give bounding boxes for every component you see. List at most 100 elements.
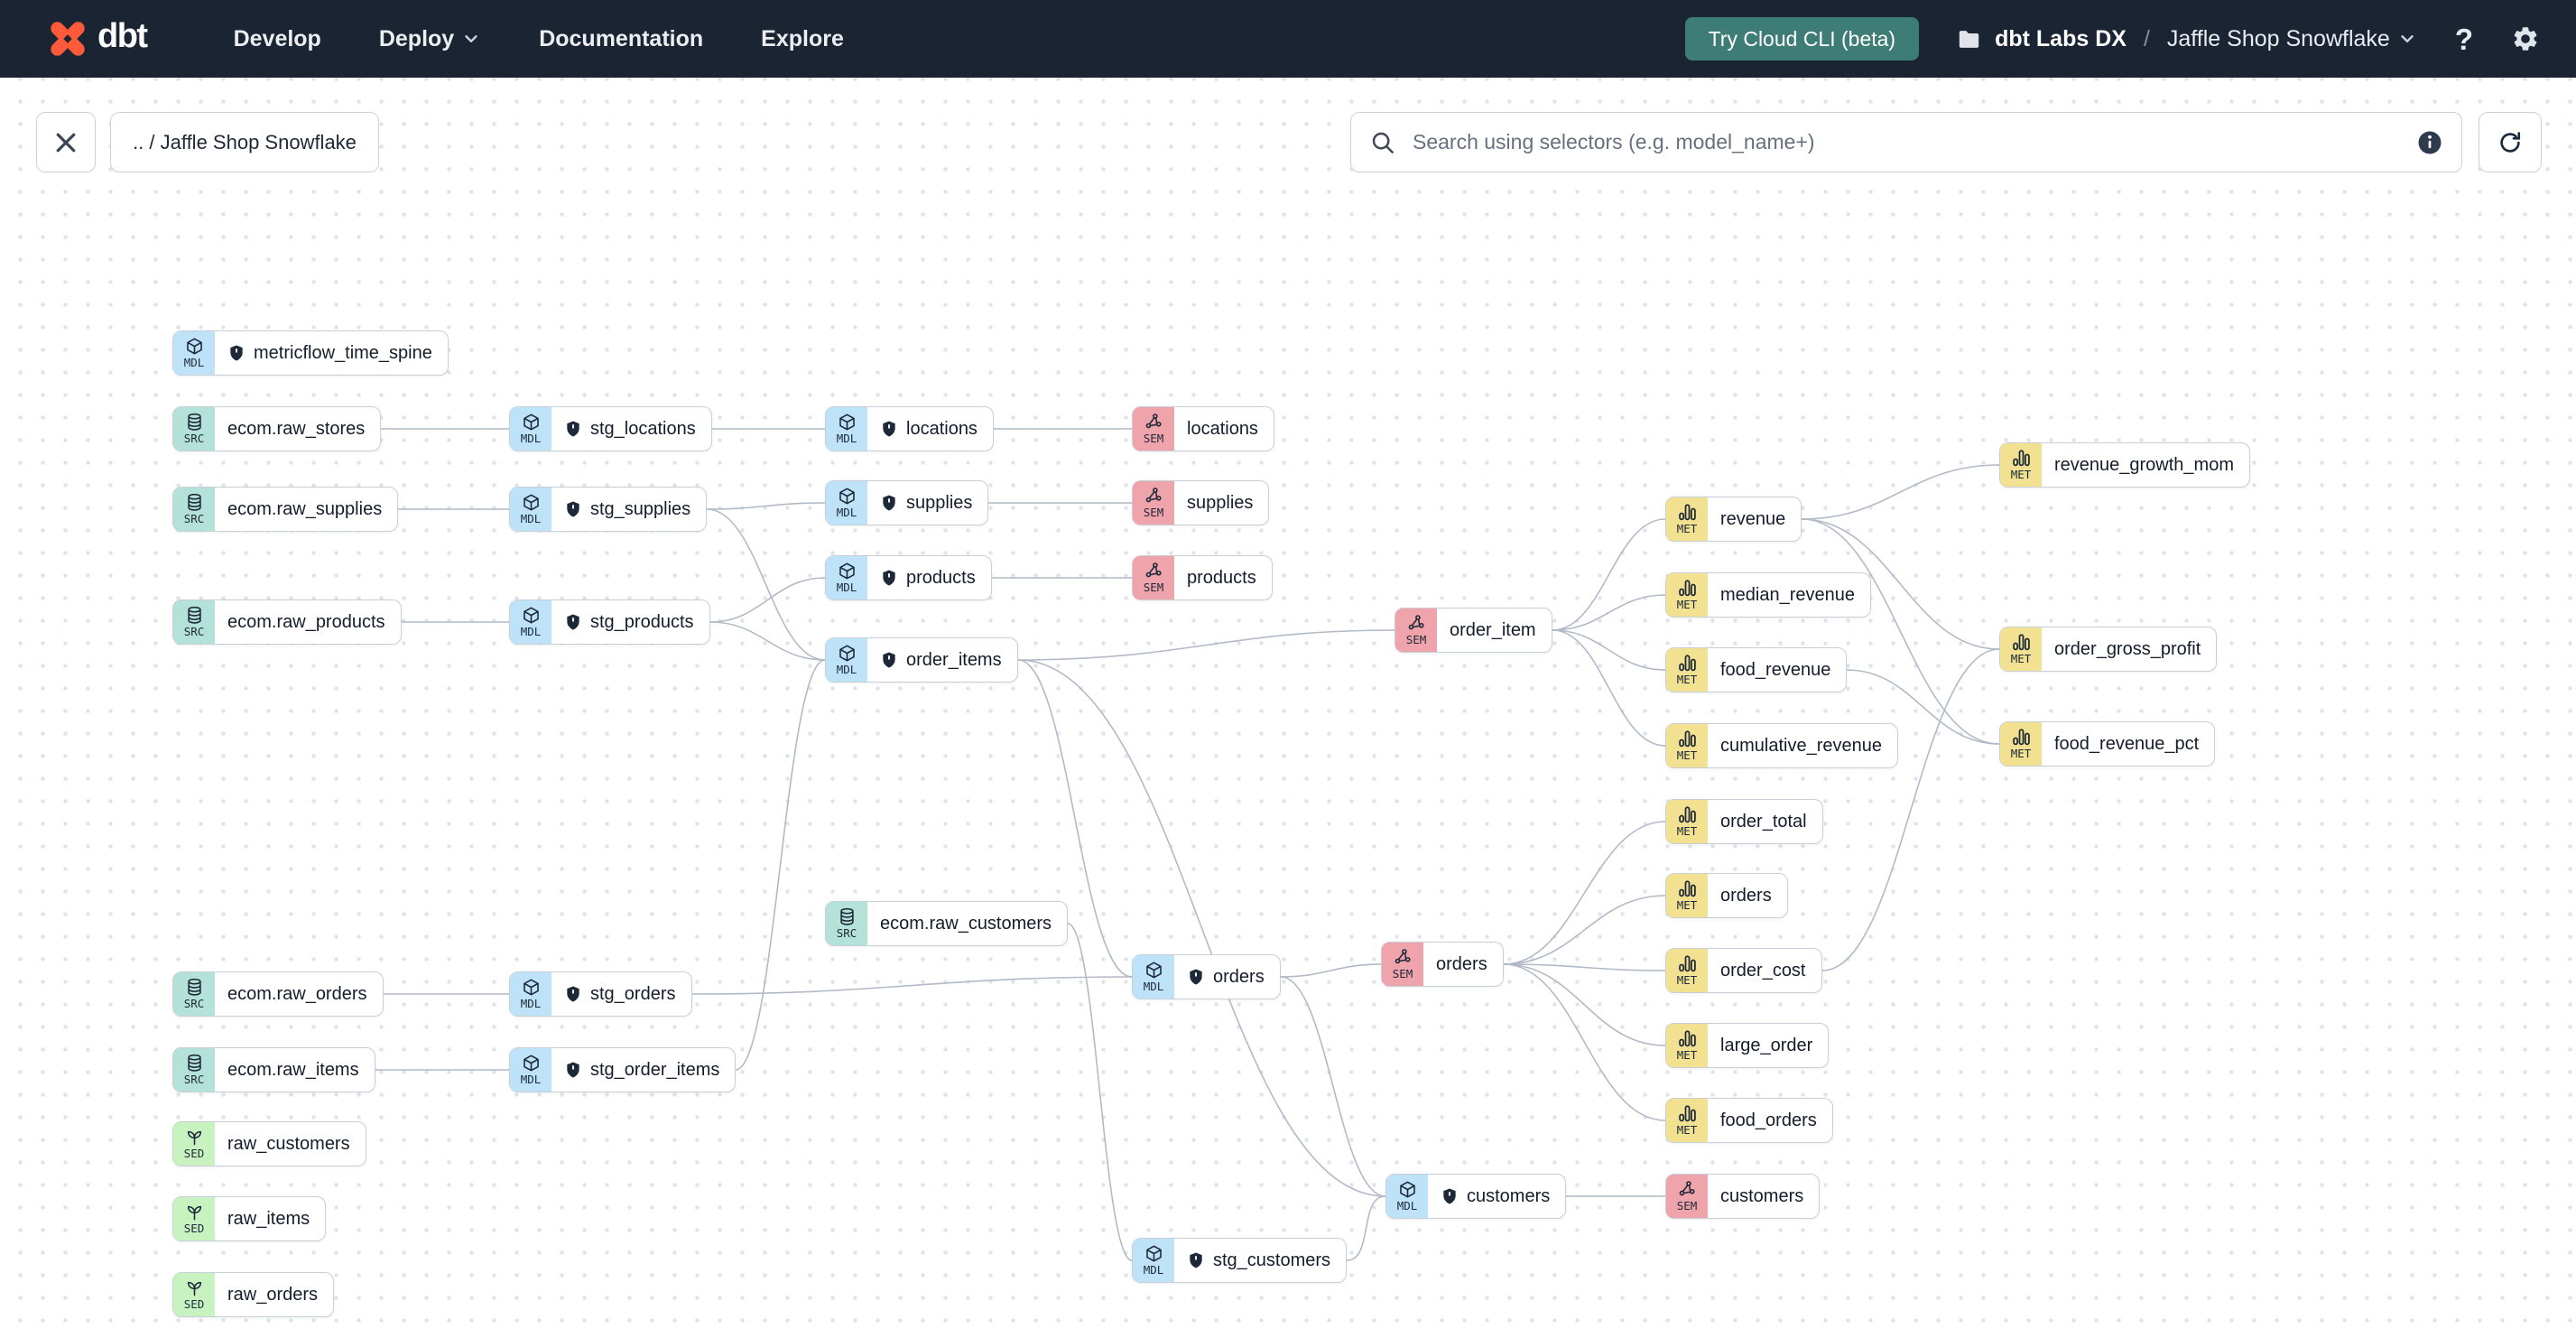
node-type-section: MDL bbox=[826, 481, 867, 525]
node-type-badge: SRC bbox=[183, 432, 205, 446]
edge bbox=[709, 577, 826, 623]
cube-icon bbox=[1398, 1180, 1417, 1199]
node-body: food_orders bbox=[1708, 1099, 1832, 1142]
refresh-button[interactable] bbox=[2479, 112, 2542, 172]
graph-node[interactable]: SEM orders bbox=[1381, 942, 1504, 987]
node-body: metricflow_time_spine bbox=[215, 331, 448, 375]
shield-icon bbox=[564, 420, 582, 438]
info-icon[interactable] bbox=[2416, 129, 2443, 156]
shield-icon bbox=[564, 500, 582, 518]
cube-icon bbox=[838, 413, 857, 432]
node-type-badge: MDL bbox=[836, 663, 857, 677]
edge bbox=[1821, 648, 2000, 971]
nav-item-documentation[interactable]: Documentation bbox=[539, 25, 704, 51]
node-type-badge: MET bbox=[1676, 598, 1698, 612]
node-type-badge: MET bbox=[1676, 1048, 1698, 1063]
cube-icon bbox=[522, 413, 541, 432]
node-body: stg_customers bbox=[1174, 1239, 1346, 1282]
node-label: orders bbox=[1436, 953, 1487, 974]
metric-icon bbox=[1678, 654, 1697, 673]
search-input[interactable] bbox=[1411, 129, 2402, 155]
node-type-badge: MDL bbox=[183, 356, 205, 370]
database-icon bbox=[838, 907, 857, 926]
edge bbox=[1503, 963, 1666, 971]
nav-item-deploy[interactable]: Deploy bbox=[379, 26, 481, 52]
dbt-logo[interactable]: dbt bbox=[47, 18, 148, 60]
settings-button[interactable] bbox=[2511, 24, 2540, 53]
node-type-section: SEM bbox=[1395, 609, 1437, 652]
nav-item-develop[interactable]: Develop bbox=[233, 25, 321, 51]
account-name[interactable]: dbt Labs DX bbox=[1995, 25, 2127, 51]
close-icon bbox=[56, 133, 76, 152]
dbt-logo-icon bbox=[51, 22, 85, 56]
node-type-badge: MDL bbox=[520, 997, 542, 1011]
close-lineage-button[interactable] bbox=[36, 112, 96, 172]
edge bbox=[1280, 976, 1386, 1197]
edge bbox=[706, 502, 826, 510]
graph-node[interactable]: MDL metricflow_time_spine bbox=[172, 330, 449, 376]
node-type-section: MDL bbox=[1133, 955, 1174, 999]
node-type-badge: MET bbox=[1676, 522, 1698, 536]
help-button[interactable]: ? bbox=[2454, 22, 2473, 56]
node-body: large_order bbox=[1708, 1024, 1828, 1067]
node-type-badge: SEM bbox=[1405, 633, 1427, 647]
project-selector[interactable]: Jaffle Shop Snowflake bbox=[2167, 26, 2417, 52]
node-type-badge: SEM bbox=[1392, 967, 1413, 981]
graph-node[interactable]: MET large_order bbox=[1665, 1023, 1830, 1068]
graph-node[interactable]: MDL stg_orders bbox=[509, 971, 692, 1017]
node-type-section: MDL bbox=[510, 488, 551, 531]
node-body: stg_orders bbox=[551, 972, 691, 1016]
node-body: products bbox=[1174, 556, 1272, 599]
node-body: orders bbox=[1423, 943, 1503, 986]
node-label: stg_customers bbox=[1213, 1250, 1331, 1270]
nav-item-explore[interactable]: Explore bbox=[761, 25, 844, 51]
node-type-section: SEM bbox=[1133, 481, 1174, 525]
try-cloud-cli-button[interactable]: Try Cloud CLI (beta) bbox=[1684, 17, 1920, 60]
node-label: revenue_growth_mom bbox=[2054, 454, 2234, 475]
node-type-badge: SED bbox=[183, 1222, 205, 1236]
lineage-breadcrumb[interactable]: .. / Jaffle Shop Snowflake bbox=[110, 112, 379, 172]
node-label: order_gross_profit bbox=[2054, 638, 2201, 659]
edge bbox=[1552, 518, 1666, 631]
shield-icon bbox=[1187, 1251, 1205, 1269]
node-type-section: MET bbox=[1666, 724, 1708, 767]
top-navbar: dbt Develop Deploy Documentation Explore… bbox=[0, 0, 2576, 78]
